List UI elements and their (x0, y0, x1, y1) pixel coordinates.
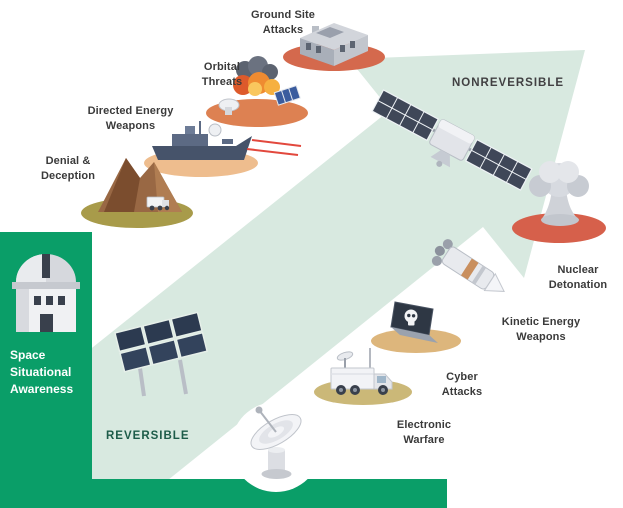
satellite-explosion-icon (218, 56, 301, 115)
solar-array-icon (114, 311, 209, 397)
satellite-icon (371, 89, 533, 191)
platform-nuclear (512, 213, 606, 243)
laser-beam-icon (251, 139, 302, 147)
nonreversible-axis-label: NONREVERSIBLE (452, 77, 565, 89)
warship-laser-icon (152, 121, 252, 160)
label-orbital-threats: Orbital Threats (201, 61, 243, 88)
reversible-axis-label: REVERSIBLE (106, 430, 190, 442)
radar-dish-icon (250, 406, 302, 479)
label-nuclear-detonation: Nuclear Detonation (548, 264, 608, 291)
label-ground-site-attacks: Ground Site Attacks (250, 9, 316, 36)
label-directed-energy-weapons: Directed Energy Weapons (87, 105, 174, 132)
radar-truck-icon (330, 348, 393, 395)
laptop-skull-icon (390, 301, 438, 343)
label-cyber-attacks: Cyber Attacks (441, 371, 483, 398)
observatory-icon (12, 254, 80, 332)
ground-station-building-icon (300, 23, 368, 66)
label-kinetic-energy-weapons: Kinetic Energy Weapons (501, 316, 581, 343)
camouflage-mountain-icon (98, 158, 182, 212)
label-electronic-warfare: Electronic Warfare (396, 419, 452, 446)
label-denial-deception: Denial & Deception (40, 155, 96, 182)
skull-icon (404, 309, 418, 326)
space-situational-awareness-label: Space Situational Awareness (10, 348, 74, 397)
platform-cyber (371, 329, 461, 353)
kill-vehicle-icon (431, 239, 505, 292)
laser-beam-icon (246, 148, 299, 156)
mushroom-cloud-icon (529, 161, 589, 226)
